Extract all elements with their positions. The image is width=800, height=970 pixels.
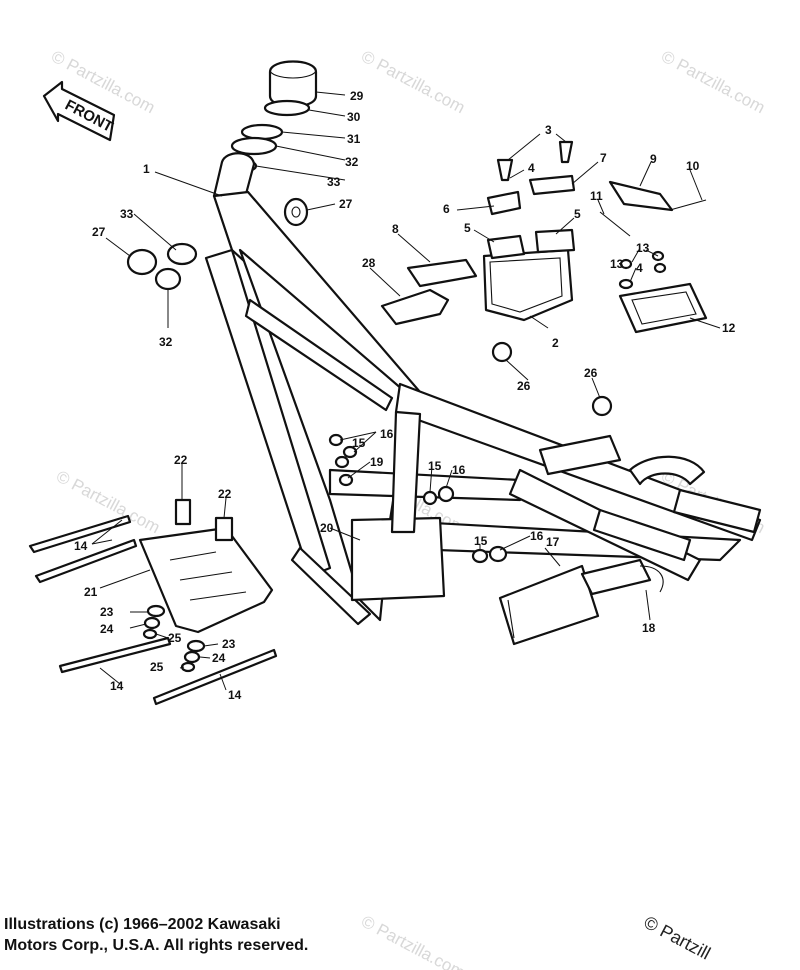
callout-24: 24 <box>212 651 226 665</box>
callout-2: 2 <box>552 336 559 350</box>
watermark: © Partzilla.com <box>358 47 468 118</box>
callout-14: 14 <box>110 679 124 693</box>
callout-9: 9 <box>650 152 657 166</box>
skid-plate-parts <box>28 498 278 706</box>
callout-10: 10 <box>686 159 700 173</box>
callout-20: 20 <box>320 521 334 535</box>
callout-33: 33 <box>327 175 341 189</box>
callout-27: 27 <box>339 197 353 211</box>
callout-4: 4 <box>636 261 643 275</box>
callout-15: 15 <box>474 534 488 548</box>
callout-27: 27 <box>92 225 106 239</box>
callout-25: 25 <box>150 660 164 674</box>
callout-numbers: 29 30 31 32 33 1 27 33 27 32 3 3 4 7 6 5… <box>74 89 736 702</box>
callout-33: 33 <box>120 207 134 221</box>
copyright-line: Illustrations (c) 1966–2002 Kawasaki <box>4 916 281 933</box>
grommet-parts <box>491 341 613 417</box>
callout-18: 18 <box>642 621 656 635</box>
callout-7: 7 <box>600 151 607 165</box>
callout-29: 29 <box>350 89 364 103</box>
callout-28: 28 <box>362 256 376 270</box>
callout-6: 6 <box>443 202 450 216</box>
callout-21: 21 <box>84 585 98 599</box>
callout-16: 16 <box>530 529 544 543</box>
callout-17: 17 <box>546 535 560 549</box>
frame-bolts <box>328 433 358 487</box>
watermark: © Partzilla.com <box>658 47 768 118</box>
battery-case-parts <box>380 140 576 326</box>
callout-14: 14 <box>228 688 242 702</box>
leader-lines <box>91 91 721 691</box>
callout-22: 22 <box>218 487 232 501</box>
callout-26: 26 <box>517 379 531 393</box>
callout-4: 4 <box>528 161 535 175</box>
callout-23: 23 <box>100 605 114 619</box>
callout-16: 16 <box>380 427 394 441</box>
callout-15: 15 <box>428 459 442 473</box>
callout-26: 26 <box>584 366 598 380</box>
callout-32: 32 <box>345 155 359 169</box>
callout-12: 12 <box>722 321 736 335</box>
callout-19: 19 <box>370 455 384 469</box>
side-cover-parts <box>599 180 708 334</box>
copyright-notice: Illustrations (c) 1966–2002 Kawasaki Mot… <box>4 914 424 956</box>
callout-30: 30 <box>347 110 361 124</box>
callout-15: 15 <box>352 436 366 450</box>
callout-31: 31 <box>347 132 361 146</box>
callout-3: 3 <box>545 123 552 137</box>
footrest-parts <box>422 485 664 646</box>
callout-8: 8 <box>392 222 399 236</box>
frame-body <box>204 152 762 626</box>
callout-11: 11 <box>590 189 603 203</box>
callout-23: 23 <box>222 637 236 651</box>
callout-13: 13 <box>636 241 650 255</box>
callout-14: 14 <box>74 539 88 553</box>
callout-5: 5 <box>574 207 581 221</box>
callout-5: 5 <box>464 221 471 235</box>
callout-22: 22 <box>174 453 188 467</box>
steering-stem-parts <box>126 60 318 291</box>
callout-16: 16 <box>452 463 466 477</box>
callout-25: 25 <box>168 631 182 645</box>
callout-32: 32 <box>159 335 173 349</box>
copyright-line: Motors Corp., U.S.A. All rights reserved… <box>4 937 309 954</box>
callout-13: 13 <box>610 257 624 271</box>
callout-1: 1 <box>143 162 150 176</box>
callout-24: 24 <box>100 622 114 636</box>
